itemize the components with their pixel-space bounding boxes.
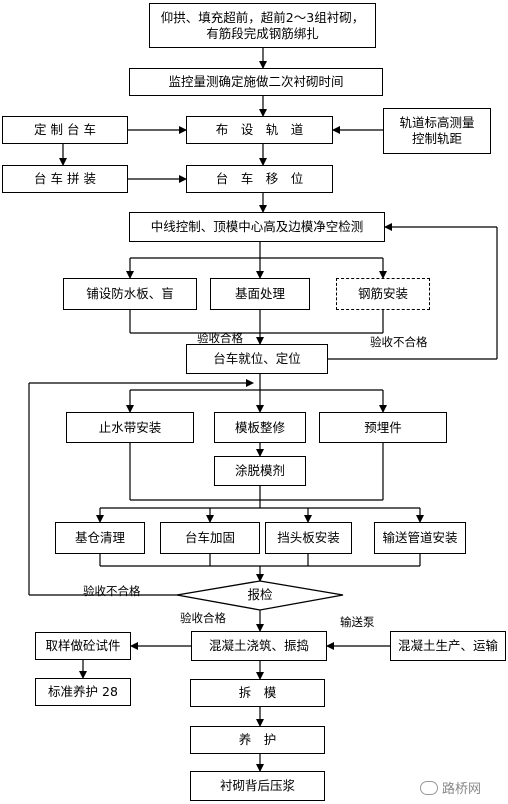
step-embedded-parts: 预埋件: [319, 412, 447, 443]
inspection-diamond: [176, 580, 344, 611]
chat-bubble-icon: [420, 781, 438, 795]
step-arch-fill: 仰拱、填充超前，超前2～3组衬砌， 有筋段完成钢筋绑扎: [149, 3, 376, 48]
step-waterproof: 铺设防水板、盲: [63, 278, 197, 310]
step-grouting: 衬砌背后压浆: [190, 771, 325, 801]
step-rebar-install: 钢筋安装: [336, 278, 430, 310]
step-make-trolley: 定 制 台 车: [2, 116, 128, 144]
step-trolley-reinforce: 台车加固: [160, 522, 260, 554]
step-inspection: 报检: [247, 587, 273, 602]
step-release-agent: 涂脱模剂: [214, 456, 306, 486]
step-pipeline-install: 输送管道安装: [374, 522, 466, 554]
step-centerline-check: 中线控制、顶模中心高及边模净空检测: [129, 212, 385, 242]
watermark: 路桥网: [420, 778, 481, 797]
step-base-clean: 基仓清理: [55, 522, 145, 554]
label-accept-pass-2: 验收合格: [180, 611, 226, 625]
watermark-text: 路桥网: [442, 782, 482, 797]
step-formwork-repair: 模板整修: [214, 412, 306, 443]
label-accept-fail-2: 验收不合格: [83, 584, 141, 598]
step-trolley-position: 台车就位、定位: [186, 344, 328, 374]
step-waterstop: 止水带安装: [66, 412, 194, 443]
step-pouring: 混凝土浇筑、振捣: [191, 631, 327, 661]
step-move-trolley: 台 车 移 位: [186, 165, 333, 193]
label-pump: 输送泵: [340, 615, 375, 629]
step-monitoring: 监控量测确定施做二次衬砌时间: [129, 68, 383, 96]
step-demold: 拆 模: [190, 679, 325, 707]
step-concrete-production: 混凝土生产、运输: [390, 631, 506, 661]
step-assemble-trolley: 台 车 拼 装: [2, 165, 128, 193]
step-standard-cure: 标准养护 28: [35, 678, 131, 706]
step-track-survey: 轨道标高测量 控制轨距: [383, 108, 491, 154]
label-accept-pass-1: 验收合格: [197, 331, 243, 345]
step-end-plate: 挡头板安装: [265, 522, 352, 554]
label-accept-fail-1: 验收不合格: [370, 335, 428, 349]
step-lay-track: 布 设 轨 道: [186, 116, 333, 144]
step-curing: 养 护: [190, 726, 325, 754]
step-sample-test: 取样做砼试件: [35, 632, 131, 660]
step-base-treatment: 基面处理: [210, 278, 310, 310]
